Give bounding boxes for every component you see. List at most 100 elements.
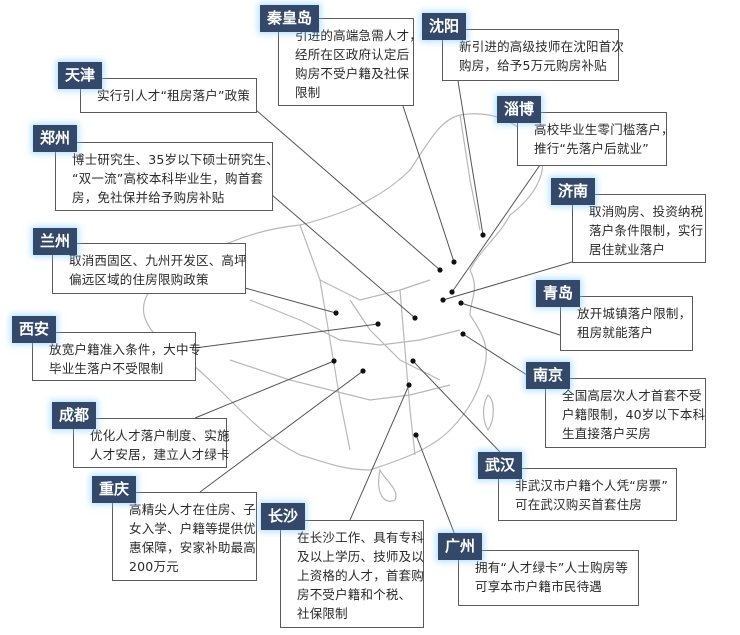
policy-text: 高校毕业生零门槛落户，: [534, 122, 674, 137]
policy-text: 社保限制: [297, 606, 348, 621]
leader-line: [194, 360, 335, 419]
city-dot: [451, 259, 457, 265]
city-dot: [460, 331, 466, 337]
policy-text: 放宽户籍准入条件，大中专: [49, 342, 202, 357]
leader-line: [457, 80, 484, 236]
policy-box: 高校毕业生零门槛落户， 推行“先落户后就业”: [517, 112, 674, 166]
policy-text: 放开城镇落户限制，: [577, 306, 692, 321]
city-label: 淄博: [497, 96, 542, 123]
city-label: 长沙: [261, 503, 306, 530]
policy-box: 放开城镇落户限制， 租房就能落户: [560, 296, 693, 351]
policy-text: 高精尖人才在住房、子: [129, 502, 257, 517]
policy-text: 在长沙工作、具有专科: [297, 530, 425, 545]
policy-text: 取消购房、投资纳税: [589, 204, 704, 219]
city-dot: [440, 297, 446, 303]
policy-box: 放宽户籍准入条件，大中专毕业生落户不受限制: [32, 332, 202, 381]
policy-text: 房，免社保并给予购房补贴: [72, 190, 225, 205]
city-label: 武汉: [478, 452, 523, 479]
city-label: 天津: [58, 62, 103, 89]
policy-text: 上资格的人才，首套购: [297, 568, 425, 583]
city-label: 郑州: [33, 125, 78, 152]
leader-line: [451, 164, 541, 293]
policy-text: 毕业生落户不受限制: [49, 361, 164, 376]
policy-text: 实行引人才“租房落户”政策: [97, 88, 251, 103]
city-label: 秦皇岛: [260, 5, 320, 32]
city-label: 南京: [526, 362, 571, 389]
policy-text: 及以上学历、技师及以: [297, 549, 425, 564]
policy-text: 引进的高端急需人才，: [295, 28, 423, 43]
leader-line: [194, 323, 379, 349]
policy-text: 推行“先落户后就业”: [534, 141, 649, 156]
policy-text: 惠保障，安家补助最高: [129, 540, 257, 555]
city-dot: [480, 232, 486, 238]
policy-text: 户籍限制，40岁以下本科: [562, 407, 706, 422]
city-label: 广州: [438, 533, 483, 560]
leader-line: [271, 194, 416, 319]
policy-text: 购房不受户籍及社保: [295, 66, 410, 81]
policy-box: 取消购房、投资纳税落户条件限制，实行居住就业落户: [572, 194, 706, 263]
leader-line: [402, 105, 455, 263]
city-label: 重庆: [92, 476, 137, 503]
policy-text: 拥有“人才绿卡”人士购房等: [475, 560, 629, 575]
policy-text: 偏远区域的住房限购政策: [69, 272, 209, 287]
leader-line: [462, 333, 528, 376]
policy-text: 非武汉市户籍个人凭“房票”: [515, 478, 669, 493]
policy-text: 人才安居，建立人才绿卡: [90, 447, 230, 462]
leader-line: [412, 360, 501, 453]
policy-text: 租房就能落户: [577, 325, 654, 340]
leader-line: [199, 370, 364, 493]
policy-box: 在长沙工作、具有专科及以上学历、技师及以上资格的人才，首套购房不受户籍和个税、社…: [280, 520, 424, 628]
policy-text: 取消西固区、九州开发区、高坪: [69, 253, 247, 268]
city-label: 成都: [52, 402, 97, 429]
city-label: 兰州: [33, 228, 78, 255]
city-label: 沈阳: [422, 13, 467, 40]
policy-box: 实行引人才“租房落户”政策: [80, 78, 257, 113]
policy-text: 可享本市户籍市民待遇: [475, 579, 603, 594]
city-dot: [331, 358, 337, 364]
policy-box: 优化人才落户制度、实施人才安居，建立人才绿卡: [73, 418, 230, 468]
city-dot: [412, 315, 418, 321]
city-dot: [375, 321, 381, 327]
city-dot: [360, 368, 366, 374]
policy-text: 优化人才落户制度、实施: [90, 428, 230, 443]
policy-text: 200万元: [129, 559, 179, 574]
policy-text: 生直接落户买房: [562, 426, 651, 441]
policy-box: 拥有“人才绿卡”人士购房等可享本市户籍市民待遇: [458, 550, 639, 606]
policy-text: 落户条件限制，实行: [589, 223, 704, 238]
policy-text: 博士研究生、35岁以下硕士研究生、: [72, 152, 279, 167]
policy-box: 取消西固区、九州开发区、高坪偏远区域的住房限购政策: [52, 243, 247, 294]
leader-line: [244, 287, 337, 314]
leader-line: [255, 109, 441, 271]
city-dot: [333, 310, 339, 316]
policy-text: 限制: [295, 85, 321, 100]
policy-box: 高精尖人才在住房、子女入学、户籍等提供优惠保障，安家补助最高 200万元: [112, 492, 257, 581]
leader-line: [349, 384, 410, 521]
city-dot: [406, 382, 412, 388]
policy-text: 经所在区政府认定后: [295, 47, 410, 62]
policy-box: 博士研究生、35岁以下硕士研究生、 “双一流”高校本科毕业生，购首套房，免社保并给…: [55, 142, 279, 211]
map-outline: [142, 113, 544, 502]
policy-box: 新引进的高级技师在沈阳首次购房，给予5万元购房补贴: [442, 29, 625, 81]
leader-line: [415, 434, 456, 536]
policy-text: 新引进的高级技师在沈阳首次: [459, 39, 625, 54]
leader-line: [460, 302, 561, 336]
policy-text: 可在武汉购买首套住房: [515, 497, 643, 512]
policy-text: 女入学、户籍等提供优: [129, 521, 257, 536]
leader-line: [442, 261, 573, 301]
city-label: 西安: [12, 316, 57, 343]
city-label: 济南: [551, 178, 596, 205]
policy-box: 非武汉市户籍个人凭“房票” 可在武汉购买首套住房: [498, 468, 677, 521]
policy-text: 居住就业落户: [589, 242, 666, 257]
city-label: 青岛: [536, 280, 581, 307]
policy-text: “双一流”高校本科毕业生，购首套: [72, 171, 264, 186]
city-dot: [413, 432, 419, 438]
city-dot: [458, 300, 464, 306]
city-dot: [449, 289, 455, 295]
policy-text: 全国高层次人才首套不受: [562, 388, 702, 403]
policy-text: 购房，给予5万元购房补贴: [459, 58, 607, 73]
policy-text: 房不受户籍和个税、: [297, 587, 412, 602]
city-dot: [410, 358, 416, 364]
city-dot: [437, 267, 443, 273]
policy-box: 引进的高端急需人才， 经所在区政府认定后购房不受户籍及社保限制: [278, 18, 423, 106]
